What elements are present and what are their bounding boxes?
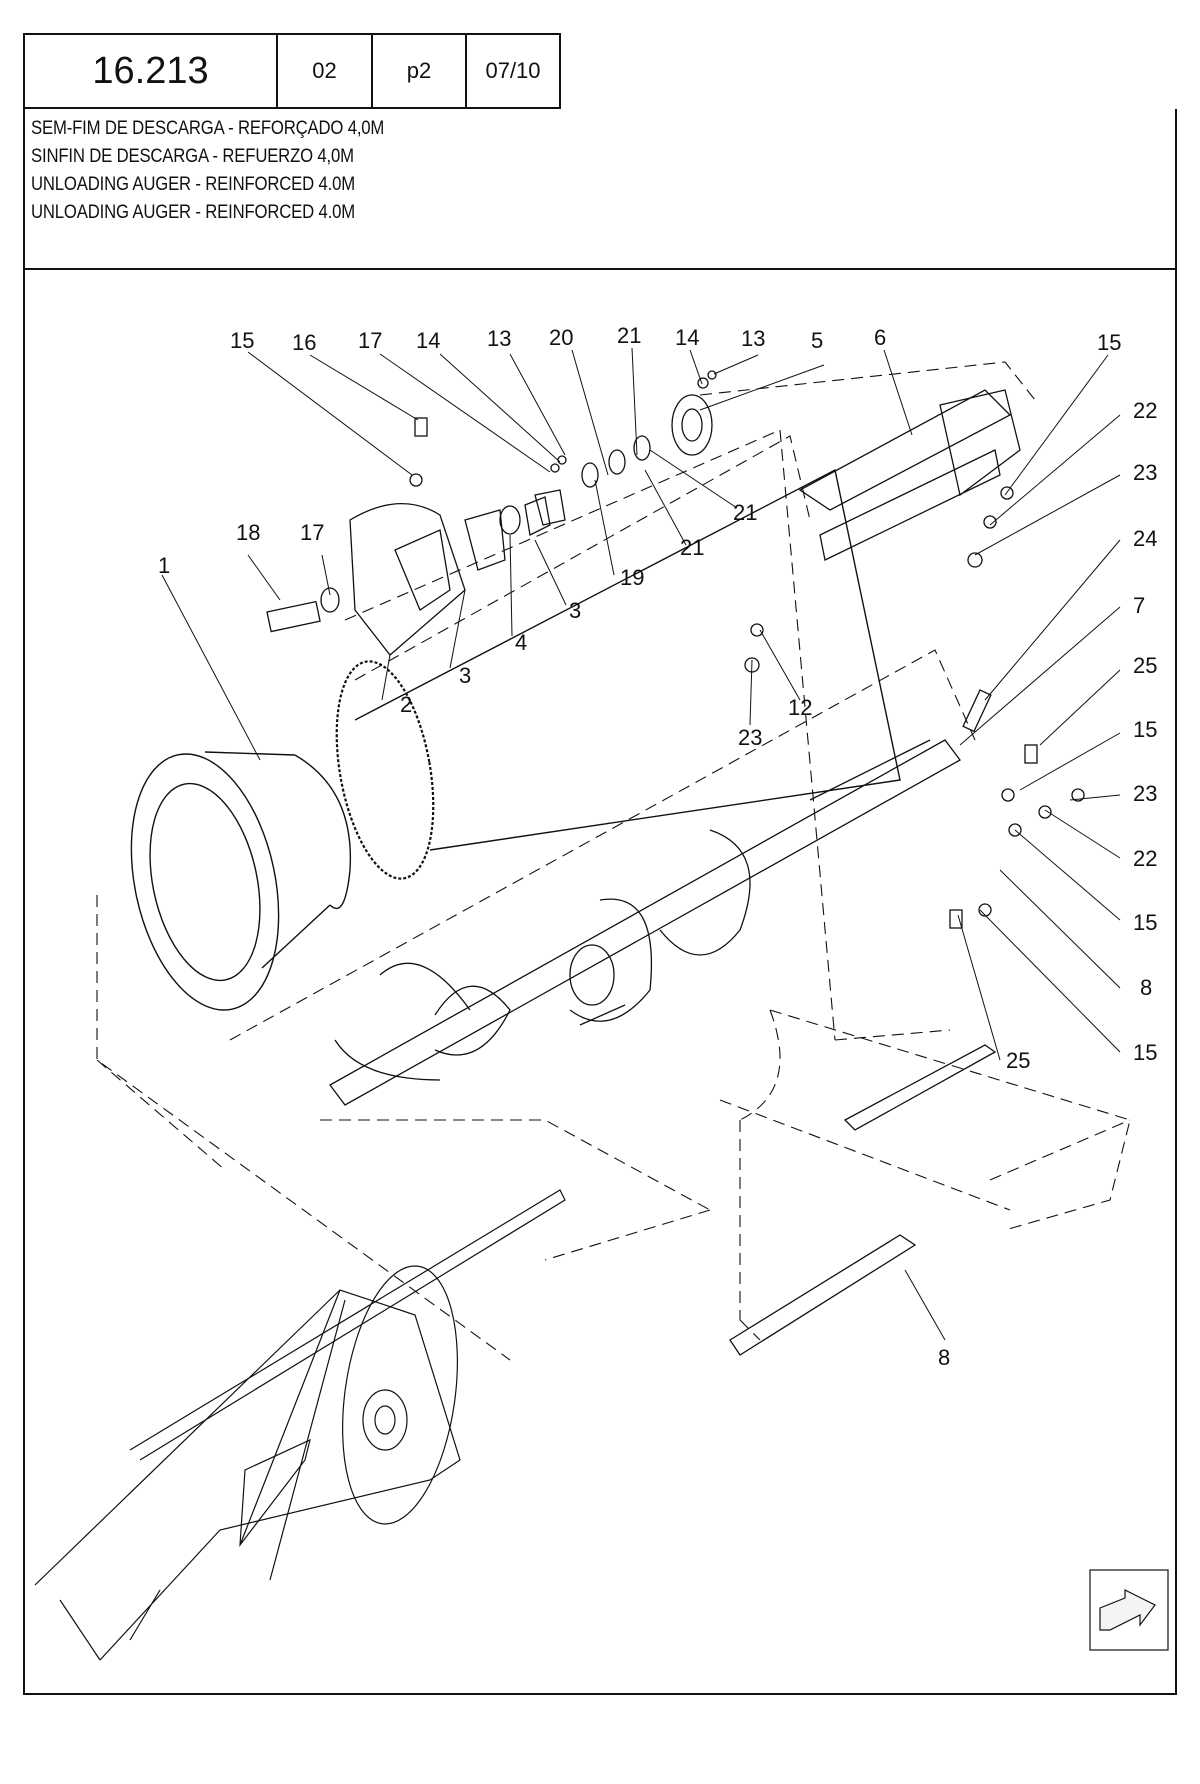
callout-23a: 23: [1133, 460, 1157, 485]
title-english-repeat: UNLOADING AUGER - REINFORCED 4.0M: [31, 202, 356, 223]
callout-15a: 15: [1133, 717, 1157, 742]
callout-15b: 15: [1133, 910, 1157, 935]
direction-arrow-icon: [1089, 1569, 1169, 1651]
title-portuguese: SEM-FIM DE DESCARGA - REFORÇADO 4,0M: [31, 118, 385, 139]
callout-4: 4: [515, 630, 527, 655]
title-spanish: SINFIN DE DESCARGA - REFUERZO 4,0M: [31, 146, 354, 167]
callout-top-10: 5: [811, 328, 823, 353]
auger-shaft: [329, 739, 961, 1106]
callout-3b: 3: [569, 598, 581, 623]
callout-24: 24: [1133, 526, 1157, 551]
wear-strip: [729, 1044, 997, 1356]
callout-top-12: 15: [1097, 330, 1121, 355]
callout-top-3: 17: [358, 328, 382, 353]
drawing-area: [23, 270, 1177, 1695]
callout-3a: 3: [459, 663, 471, 688]
callout-15c: 15: [1133, 1040, 1157, 1065]
callout-top-9: 13: [741, 326, 765, 351]
callout-19: 19: [620, 565, 644, 590]
lower-housing: [34, 1189, 566, 1661]
callout-top-2: 16: [292, 330, 316, 355]
callout-23c: 23: [738, 725, 762, 750]
callout-21a: 21: [680, 535, 704, 560]
title-english: UNLOADING AUGER - REINFORCED 4.0M: [31, 174, 356, 195]
callout-8a: 8: [1140, 975, 1152, 1000]
callout-8b: 8: [938, 1345, 950, 1370]
callout-2: 2: [400, 692, 412, 717]
callout-top-6: 20: [549, 325, 573, 350]
callout-leaders: [161, 347, 1121, 1341]
callout-18: 18: [236, 520, 260, 545]
callout-7: 7: [1133, 593, 1145, 618]
callout-top-5: 13: [487, 326, 511, 351]
callout-17: 17: [300, 520, 324, 545]
auger-tube: [130, 468, 901, 1011]
callout-top-7: 21: [617, 323, 641, 348]
title-block: SEM-FIM DE DESCARGA - REFORÇADO 4,0M SIN…: [23, 109, 1177, 270]
callout-22a: 22: [1133, 398, 1157, 423]
page-number: p2: [371, 33, 465, 109]
callout-25a: 25: [1133, 653, 1157, 678]
callout-22b: 22: [1133, 846, 1157, 871]
revision-number: 02: [276, 33, 371, 109]
callout-1: 1: [158, 553, 170, 578]
callout-12: 12: [788, 695, 812, 720]
bearing-plate: [349, 370, 717, 656]
callout-top-1: 15: [230, 328, 254, 353]
callout-labels: 15 16 17 14 13 20 21 14 13 5 6 15 22 23 …: [158, 323, 1157, 1370]
callout-top-8: 14: [675, 325, 699, 350]
issue-date: 07/10: [465, 33, 561, 109]
callout-top-11: 6: [874, 325, 886, 350]
sprocket-ring: [335, 660, 435, 880]
callout-top-4: 14: [416, 328, 440, 353]
page-code: 16.213: [23, 33, 276, 109]
callout-25b: 25: [1006, 1048, 1030, 1073]
support-bracket: [798, 389, 1021, 561]
callout-23b: 23: [1133, 781, 1157, 806]
callout-21b: 21: [733, 500, 757, 525]
fasteners: [266, 417, 1085, 929]
assembly-guide-lines: [96, 361, 1131, 1361]
